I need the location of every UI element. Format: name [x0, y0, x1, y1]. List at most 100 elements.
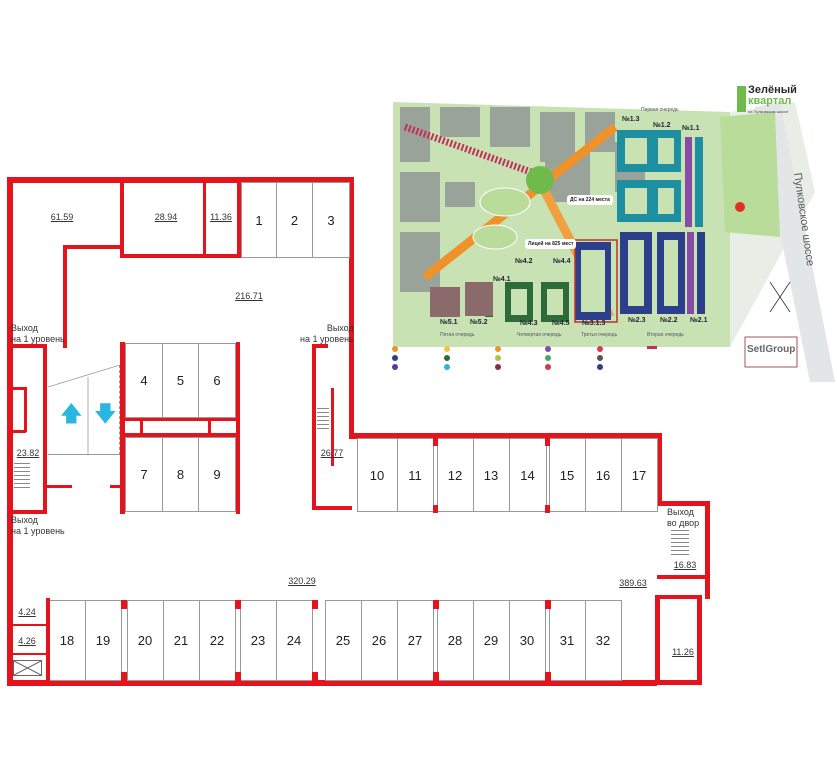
- parking-space-number: 15: [559, 467, 575, 483]
- wall: [120, 177, 124, 257]
- wall: [43, 344, 47, 514]
- parking-space-15[interactable]: [549, 438, 586, 512]
- building-label: №2.3: [628, 317, 646, 324]
- parking-space-number: 17: [631, 467, 647, 483]
- legend-icons: [392, 346, 657, 370]
- parking-space-number: 7: [140, 467, 148, 482]
- parking-space-5[interactable]: [162, 343, 199, 418]
- logo-subtitle: на Пулковском шоссе: [748, 109, 789, 114]
- wall: [349, 433, 661, 439]
- wall: [46, 598, 50, 684]
- exit-label: Выход на 1 уровень: [300, 323, 354, 344]
- wall: [9, 624, 46, 626]
- wall: [655, 680, 702, 685]
- area-label: 28.94: [154, 212, 178, 222]
- building-label: №3.1.3: [582, 320, 606, 327]
- wall: [7, 177, 353, 183]
- lyceum-label: Лицей на 825 мест: [525, 239, 577, 249]
- wall: [47, 485, 72, 488]
- area-label: 11.36: [210, 212, 232, 222]
- parking-space-22[interactable]: [199, 600, 236, 681]
- developer-logo: SetlGroup: [747, 344, 796, 355]
- parking-space-24[interactable]: [276, 600, 313, 681]
- wall: [24, 387, 27, 432]
- area-label: 61.59: [50, 212, 74, 222]
- parking-space-27[interactable]: [397, 600, 434, 681]
- parking-space-number: 11: [408, 467, 422, 483]
- parking-space-14[interactable]: [509, 438, 547, 512]
- wall: [657, 501, 709, 506]
- elevator-icon: [13, 660, 42, 676]
- parking-space-number: 6: [213, 373, 221, 388]
- building-label: №1.2: [653, 122, 671, 129]
- parking-space-number: 27: [407, 633, 423, 648]
- wall: [122, 433, 238, 437]
- wall: [705, 501, 710, 599]
- parking-space-number: 5: [176, 373, 185, 388]
- parking-space-32[interactable]: [585, 600, 622, 681]
- wall: [203, 177, 206, 257]
- parking-space-number: 26: [371, 633, 387, 648]
- parking-space-12[interactable]: [437, 438, 474, 512]
- column: [545, 600, 551, 609]
- wall: [349, 177, 354, 439]
- parking-space-8[interactable]: [162, 437, 199, 512]
- parking-space-number: 31: [559, 633, 575, 648]
- arrow-up-icon: 🡅: [60, 401, 83, 426]
- wall: [697, 595, 702, 684]
- parking-space-number: 9: [213, 467, 221, 482]
- wall: [237, 177, 242, 258]
- wall: [7, 510, 47, 514]
- parking-space-30[interactable]: [509, 600, 546, 681]
- stairs-icon: [671, 527, 689, 555]
- wall: [110, 485, 122, 488]
- area-label: 11.26: [672, 647, 694, 657]
- parking-space-number: 8: [176, 467, 185, 482]
- area-label: 23.82: [16, 448, 40, 458]
- exit-label: Выход на 1 уровень: [11, 515, 65, 536]
- parking-space-19[interactable]: [85, 600, 122, 681]
- parking-space-4[interactable]: [125, 343, 163, 418]
- parking-space-7[interactable]: [125, 437, 163, 512]
- column: [433, 672, 439, 681]
- wall: [655, 598, 660, 682]
- building-label: №2.2: [660, 317, 678, 324]
- parking-space-9[interactable]: [198, 437, 236, 512]
- site-map-drawing: [392, 102, 835, 382]
- area-label: 16.83: [673, 560, 697, 570]
- wall: [120, 342, 125, 514]
- parking-space-16[interactable]: [585, 438, 622, 512]
- wall: [655, 595, 702, 599]
- parking-space-3[interactable]: [312, 182, 350, 258]
- logo-text: Зелёный: [748, 84, 797, 96]
- stairs-icon: [14, 460, 30, 488]
- parking-space-number: 13: [483, 467, 499, 483]
- wall: [140, 419, 143, 435]
- parking-space-number: 22: [209, 633, 225, 648]
- parking-space-number: 18: [59, 633, 75, 648]
- building-label: №4.3: [520, 320, 538, 327]
- parking-space-number: 23: [250, 633, 266, 648]
- parking-space-number: 25: [335, 633, 351, 648]
- column: [433, 505, 438, 513]
- parking-space-number: 3: [327, 212, 335, 228]
- parking-space-number: 10: [369, 467, 385, 483]
- wall: [208, 419, 211, 435]
- parking-space-23[interactable]: [240, 600, 277, 681]
- column: [312, 672, 318, 681]
- parking-space-6[interactable]: [198, 343, 236, 418]
- parking-space-21[interactable]: [163, 600, 200, 681]
- area-label: 26.77: [320, 448, 344, 458]
- parking-space-17[interactable]: [621, 438, 658, 512]
- parking-space-number: 19: [95, 633, 111, 648]
- wall: [9, 653, 46, 655]
- wall: [331, 388, 334, 466]
- parking-space-2[interactable]: [276, 182, 313, 258]
- column: [545, 505, 550, 513]
- wall: [7, 344, 45, 348]
- wall: [9, 387, 26, 390]
- parking-space-11[interactable]: [397, 438, 434, 512]
- wall: [236, 342, 240, 514]
- parking-space-number: 32: [595, 633, 611, 648]
- parking-space-number: 4: [140, 373, 148, 388]
